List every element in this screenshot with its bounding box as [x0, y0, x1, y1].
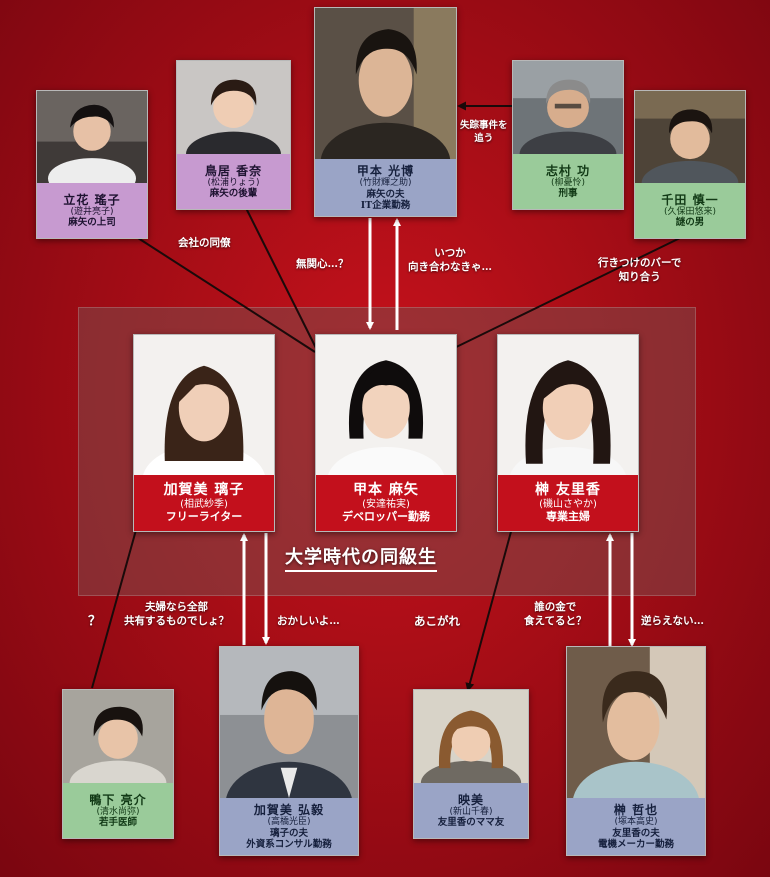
role-kagami-hiroki: 璃子の夫: [269, 827, 308, 839]
portrait-kagami-hiroki: [220, 647, 358, 798]
card-shimura: 志村 功 (柳憂怜) 刑事: [512, 60, 624, 210]
card-emi: 映美 (新山千春) 友里香のママ友: [413, 689, 529, 839]
card-sakaki-tetsuya: 榊 哲也 (塚本高史) 友里香の夫 電機メーカー勤務: [566, 646, 706, 856]
portrait-torii: [177, 61, 290, 154]
name-sakaki-tetsuya: 榊 哲也: [613, 802, 659, 817]
portrait-sakaki-tetsuya: [567, 647, 705, 798]
name-kagami-ruriko: 加賀美 璃子: [163, 482, 245, 499]
portrait-koumoto-maya: [316, 335, 456, 475]
name-senda: 千田 慎一: [661, 192, 719, 207]
actor-sakaki-tetsuya: (塚本高史): [614, 817, 658, 828]
portrait-sakaki-yurika: [498, 335, 638, 475]
card-tachibana: 立花 瑤子 (遊井亮子) 麻矢の上司: [36, 90, 148, 239]
label-ikitsuke: 行きつけのバーで知り合う: [598, 257, 682, 284]
card-kamoshita: 鴨下 亮介 (清水尚弥) 若手医師: [62, 689, 174, 839]
role-koumoto-maya: デベロッパー勤務: [342, 509, 430, 523]
label-shissou: 失踪事件を追う: [460, 120, 508, 144]
role-shimura: 刑事: [558, 188, 578, 200]
card-torii: 鳥居 香奈 (松浦りょう) 麻矢の後輩: [176, 60, 291, 210]
actor-kagami-hiroki: (高橋光臣): [267, 817, 311, 828]
label-kaisha: 会社の同僚: [178, 237, 231, 249]
name-sakaki-yurika: 榊 友里香: [535, 482, 601, 499]
role-emi: 友里香のママ友: [437, 817, 505, 829]
card-kagami-ruriko: 加賀美 璃子 (相武紗季) フリーライター: [133, 334, 275, 532]
portrait-tachibana: [37, 91, 147, 183]
card-senda: 千田 慎一 (久保田悠来) 謎の男: [634, 90, 746, 239]
name-koumoto-mitsuhiro: 甲本 光博: [356, 163, 415, 178]
role-sakaki-tetsuya: 友里香の夫: [612, 827, 660, 839]
label-mukanshin: 無関心…？: [296, 258, 349, 270]
portrait-emi: [414, 690, 528, 783]
actor-kamoshita: (清水尚弥): [96, 806, 140, 817]
actor-emi: (新山千春): [449, 806, 493, 817]
card-koumoto-maya: 甲本 麻矢 (安達祐実) デベロッパー勤務: [315, 334, 457, 532]
label-akogare: あこがれ: [414, 614, 460, 628]
label-darenokane: 誰の金で食えてると？: [524, 601, 587, 628]
role-senda: 謎の男: [675, 217, 705, 229]
name-kagami-hiroki: 加賀美 弘毅: [253, 802, 325, 817]
portrait-kamoshita: [63, 690, 173, 783]
name-kamoshita: 鴨下 亮介: [89, 792, 147, 807]
actor-torii: (松浦りょう): [207, 177, 260, 188]
name-emi: 映美: [457, 792, 484, 807]
actor-tachibana: (遊井亮子): [70, 206, 114, 217]
label-sakaraenai: 逆らえない…: [641, 615, 704, 627]
role-kamoshita: 若手医師: [98, 817, 137, 829]
role-koumoto-mitsuhiro: 麻矢の夫: [366, 188, 405, 200]
role2-kagami-hiroki: 外資系コンサル勤務: [246, 838, 332, 850]
actor-senda: (久保田悠来): [663, 206, 717, 217]
portrait-shimura: [513, 61, 623, 154]
card-koumoto-mitsuhiro: 甲本 光博 (竹財輝之助) 麻矢の夫 IT企業勤務: [314, 7, 457, 217]
card-sakaki-yurika: 榊 友里香 (磯山さやか) 専業主婦: [497, 334, 639, 532]
portrait-kagami-ruriko: [134, 335, 274, 475]
card-kagami-hiroki: 加賀美 弘毅 (高橋光臣) 璃子の夫 外資系コンサル勤務: [219, 646, 359, 856]
group-title: 大学時代の同級生: [285, 543, 437, 572]
name-shimura: 志村 功: [545, 163, 591, 178]
portrait-senda: [635, 91, 745, 183]
role-sakaki-yurika: 専業主婦: [546, 509, 590, 523]
role2-sakaki-tetsuya: 電機メーカー勤務: [597, 838, 674, 850]
actor-sakaki-yurika: (磯山さやか): [539, 498, 597, 510]
actor-koumoto-maya: (安達祐実): [362, 498, 410, 510]
role-kagami-ruriko: フリーライター: [165, 509, 243, 523]
label-fuufu: 夫婦なら全部共有するものでしょ？: [124, 601, 229, 628]
role-tachibana: 麻矢の上司: [68, 217, 116, 229]
name-tachibana: 立花 瑤子: [63, 192, 121, 207]
role2-koumoto-mitsuhiro: IT企業勤務: [360, 199, 411, 211]
label-okashii: おかしいよ…: [277, 615, 340, 627]
name-koumoto-maya: 甲本 麻矢: [353, 482, 419, 499]
role-torii: 麻矢の後輩: [209, 188, 258, 200]
name-torii: 鳥居 香奈: [204, 163, 263, 178]
actor-kagami-ruriko: (相武紗季): [180, 498, 228, 510]
actor-shimura: (柳憂怜): [550, 177, 586, 188]
label-itsuka: いつか向き合わなきゃ…: [408, 247, 492, 274]
actor-koumoto-mitsuhiro: (竹財輝之助): [359, 178, 412, 189]
portrait-koumoto-mitsuhiro: [315, 8, 456, 159]
label-question: ？: [88, 614, 102, 629]
